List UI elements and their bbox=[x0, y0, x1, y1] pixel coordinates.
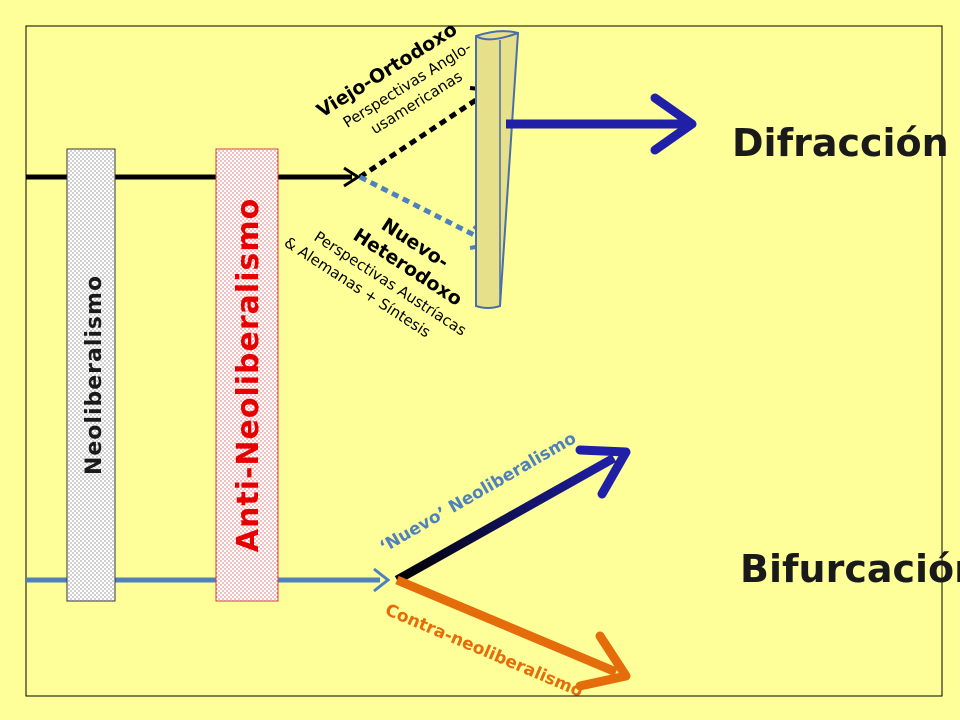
nuevo-neoliberalismo-arrow bbox=[394, 454, 617, 584]
nuevo-neoliberalismo-arrowhead bbox=[575, 445, 631, 499]
frame-border bbox=[25, 25, 943, 697]
difraccion-title: Difracción bbox=[732, 121, 949, 165]
bifurcacion-title: Bifurcación bbox=[740, 547, 960, 591]
top-main-arrowhead bbox=[343, 166, 361, 188]
contra-neoliberalismo-arrowhead bbox=[575, 631, 631, 691]
viejo-dashed-arrow bbox=[358, 93, 484, 180]
neoliberalismo-label: Neoliberalismo bbox=[82, 275, 107, 475]
contra-neoliberalismo-arrow bbox=[395, 575, 618, 677]
bottom-main-arrowhead bbox=[373, 567, 391, 593]
anti-neoliberalismo-bar: Anti-Neoliberalismo bbox=[215, 148, 279, 602]
neoliberalismo-bar: Neoliberalismo bbox=[66, 148, 116, 602]
anti-neoliberalismo-label: Anti-Neoliberalismo bbox=[231, 198, 266, 552]
difraccion-arrowhead bbox=[650, 93, 697, 155]
lens-prism bbox=[475, 30, 520, 309]
